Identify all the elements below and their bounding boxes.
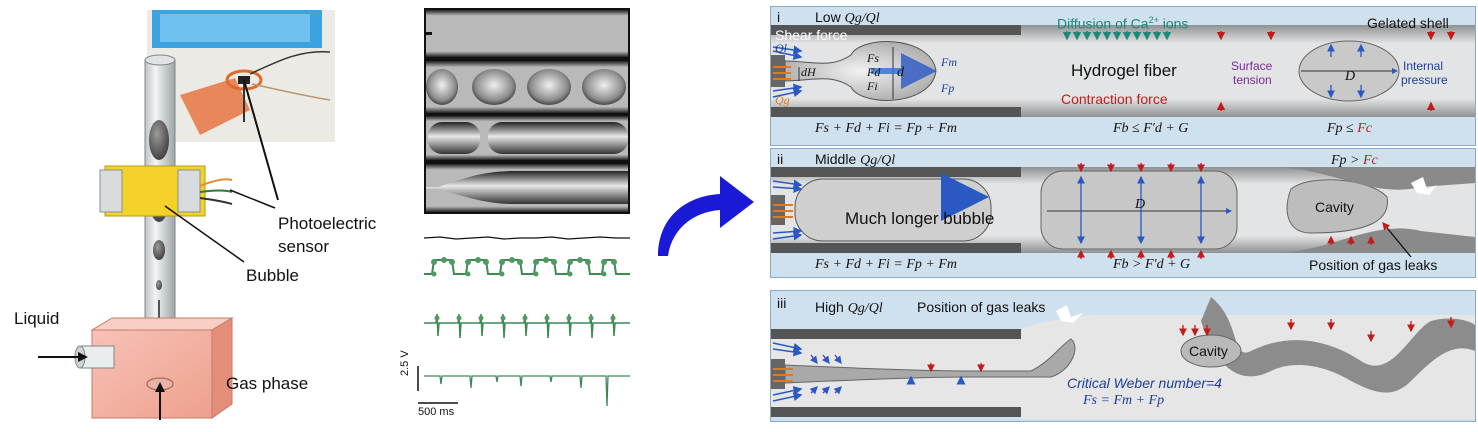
transition-arrow [650, 168, 760, 258]
apparatus-drawing [38, 10, 335, 420]
signal-traces-svg [417, 236, 630, 407]
panel-i-diameter-D: D [1345, 69, 1356, 84]
panel-ii-cavity-label: Cavity [1315, 199, 1354, 215]
panel-i-dH: dH [801, 65, 816, 79]
force-Fd: Fd [867, 65, 881, 79]
panel-i-eq3-right: Fc [1357, 121, 1373, 136]
panel-i-diameter-d: d [897, 65, 904, 80]
panel-ii-equation-1: Fs + Fd + Fi = Fp + Fm [815, 257, 957, 272]
panel-i-Ql: Ql [775, 41, 787, 55]
panel-i-regime-ratio: Qg/Ql [844, 11, 880, 26]
signal-traces: 2.5 V 500 ms [399, 226, 640, 421]
panel-iii-gas-leaks-label: Position of gas leaks [917, 299, 1046, 315]
transition-arrow-icon [658, 176, 754, 256]
sensor-label-line1: Photoelectric [278, 214, 377, 233]
panel-low-flow-ratio: i Low Qg/Ql Shear force Diffusion of Ca2… [770, 6, 1476, 146]
diffusion-sup: 2+ [1148, 15, 1159, 25]
force-Fs: Fs [867, 51, 879, 65]
internal-pressure-label-1: Internal [1403, 59, 1444, 73]
panel-ii-diameter-D: D [1135, 197, 1146, 212]
diffusion-label: Diffusion of Ca2+ ions [1057, 15, 1188, 32]
panel-i-drawing [771, 25, 1475, 117]
panel-iii-cavity-label: Cavity [1189, 343, 1228, 359]
panel-i-eq3-left: Fp ≤ [1327, 121, 1358, 136]
diffusion-suffix: ions [1158, 15, 1189, 32]
bubble-label: Bubble [246, 266, 299, 285]
panel-ii-drawing [771, 163, 1475, 259]
panel-i-equation-1: Fs + Fd + Fi = Fp + Fm [815, 121, 957, 136]
panel-i-regime-prefix: Low [815, 9, 845, 25]
panel-ii-equation-3: Fp > Fc [1331, 153, 1378, 169]
gelated-shell-label: Gelated shell [1367, 15, 1449, 31]
hydrogel-fiber-label: Hydrogel fiber [1071, 61, 1177, 80]
contraction-force-label: Contraction force [1061, 91, 1168, 107]
panel-ii-equation-2: Fb > F′d + G [1113, 257, 1191, 272]
micrograph-stack [424, 8, 630, 214]
panel-i-regime: Low Qg/Ql [815, 9, 880, 27]
gas-phase-label: Gas phase [226, 374, 309, 393]
longer-bubble-label: Much longer bubble [845, 209, 995, 228]
panel-ii-gas-leaks-label: Position of gas leaks [1309, 257, 1438, 273]
panel-iii-regime-prefix: High [815, 299, 848, 315]
panel-ii-eq3-left: Fp > [1331, 153, 1363, 168]
panel-ii-number: ii [777, 151, 784, 167]
weber-number-label: Critical Weber number=4 [1067, 375, 1222, 391]
panel-i-number: i [777, 9, 781, 25]
panel-ii-eq3-right: Fc [1363, 153, 1378, 168]
surface-tension-label-2: tension [1233, 73, 1272, 87]
panel-middle-flow-ratio: ii Middle Qg/Ql Much longer bubble D Cav… [770, 148, 1476, 278]
panel-iii-regime-ratio: Qg/Ql [847, 301, 883, 316]
shear-force-label: Shear force [775, 27, 848, 43]
panel-i-Qg: Qg [775, 93, 790, 107]
force-Fi: Fi [867, 79, 878, 93]
force-Fm: Fm [941, 55, 957, 69]
liquid-label: Liquid [14, 309, 60, 328]
internal-pressure-label-2: pressure [1401, 73, 1448, 87]
panel-iii-number: iii [777, 295, 787, 311]
panel-iii-equation: Fs = Fm + Fp [1083, 393, 1165, 408]
panel-ii-regime: Middle Qg/Ql [815, 151, 895, 169]
panel-i-equation-3: Fp ≤ Fc [1327, 121, 1372, 137]
time-scale-label: 500 ms [418, 406, 455, 418]
panel-i-equation-2: Fb ≤ F′d + G [1113, 121, 1189, 136]
voltage-scale-label: 2.5 V [399, 350, 411, 376]
panel-ii-regime-ratio: Qg/Ql [860, 153, 896, 168]
panel-high-flow-ratio: iii High Qg/Ql Position of gas leaks Cav… [770, 290, 1476, 422]
panel-iii-drawing [771, 297, 1475, 419]
apparatus-figure: Photoelectric sensor Bubble Liquid Gas p… [0, 0, 400, 427]
sensor-label-line2: sensor [278, 237, 330, 256]
force-Fp: Fp [941, 81, 955, 95]
panel-iii-regime: High Qg/Ql [815, 299, 883, 317]
panel-ii-regime-prefix: Middle [815, 151, 861, 167]
surface-tension-label-1: Surface [1231, 59, 1273, 73]
diffusion-prefix: Diffusion of Ca [1057, 15, 1149, 32]
micrograph-frames [424, 8, 630, 214]
